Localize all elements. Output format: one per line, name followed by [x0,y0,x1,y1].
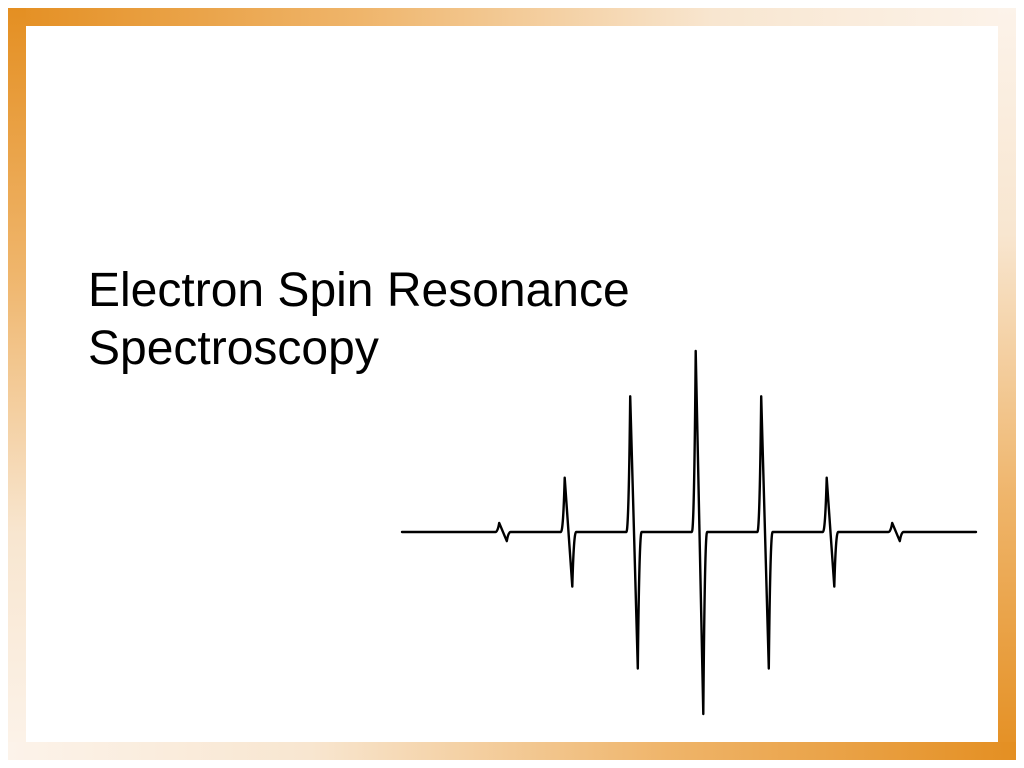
slide-title: Electron Spin Resonance Spectroscopy [88,262,728,378]
slide-border-left [8,8,26,760]
slide-border-bottom [8,742,1016,760]
esr-spectrum-trace [400,349,978,716]
slide-content-area [26,26,998,742]
slide-border-right [998,8,1016,760]
slide-border-top [8,8,1016,26]
slide-title-line-1: Electron Spin Resonance [88,264,630,317]
slide-title-line-2: Spectroscopy [88,322,379,375]
esr-spectrum-figure [400,349,978,716]
